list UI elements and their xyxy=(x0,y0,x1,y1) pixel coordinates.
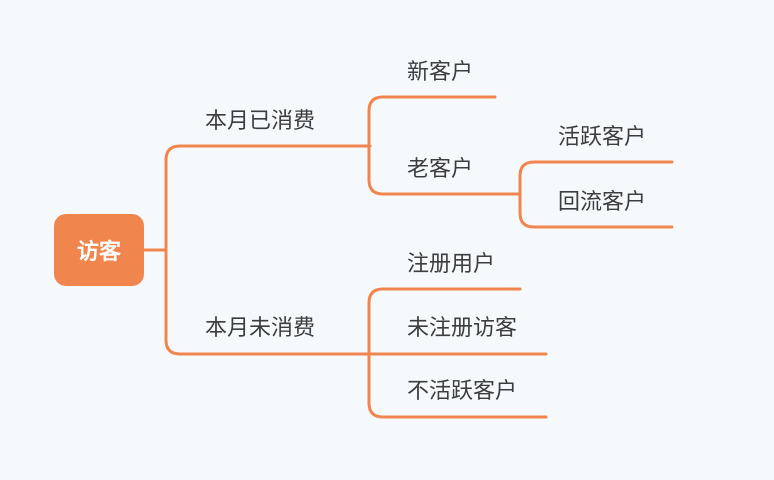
node-registered-user[interactable]: 注册用户 xyxy=(407,252,496,277)
root-node[interactable]: 访客 xyxy=(54,214,144,286)
node-old-customer[interactable]: 老客户 xyxy=(407,157,474,182)
node-not-consumed-this-month[interactable]: 本月未消费 xyxy=(205,316,316,341)
node-consumed-this-month[interactable]: 本月已消费 xyxy=(205,109,316,134)
node-active-customer[interactable]: 活跃客户 xyxy=(558,125,647,150)
node-unregistered-visitor[interactable]: 未注册访客 xyxy=(407,316,518,341)
branch-1-trunk xyxy=(367,95,385,196)
old-customer-trunk xyxy=(518,160,536,229)
node-new-customer[interactable]: 新客户 xyxy=(407,60,474,85)
level1-trunk xyxy=(164,144,182,356)
root-label: 访客 xyxy=(76,240,121,265)
node-returning-customer[interactable]: 回流客户 xyxy=(558,190,647,215)
node-inactive-customer[interactable]: 不活跃客户 xyxy=(407,379,518,404)
